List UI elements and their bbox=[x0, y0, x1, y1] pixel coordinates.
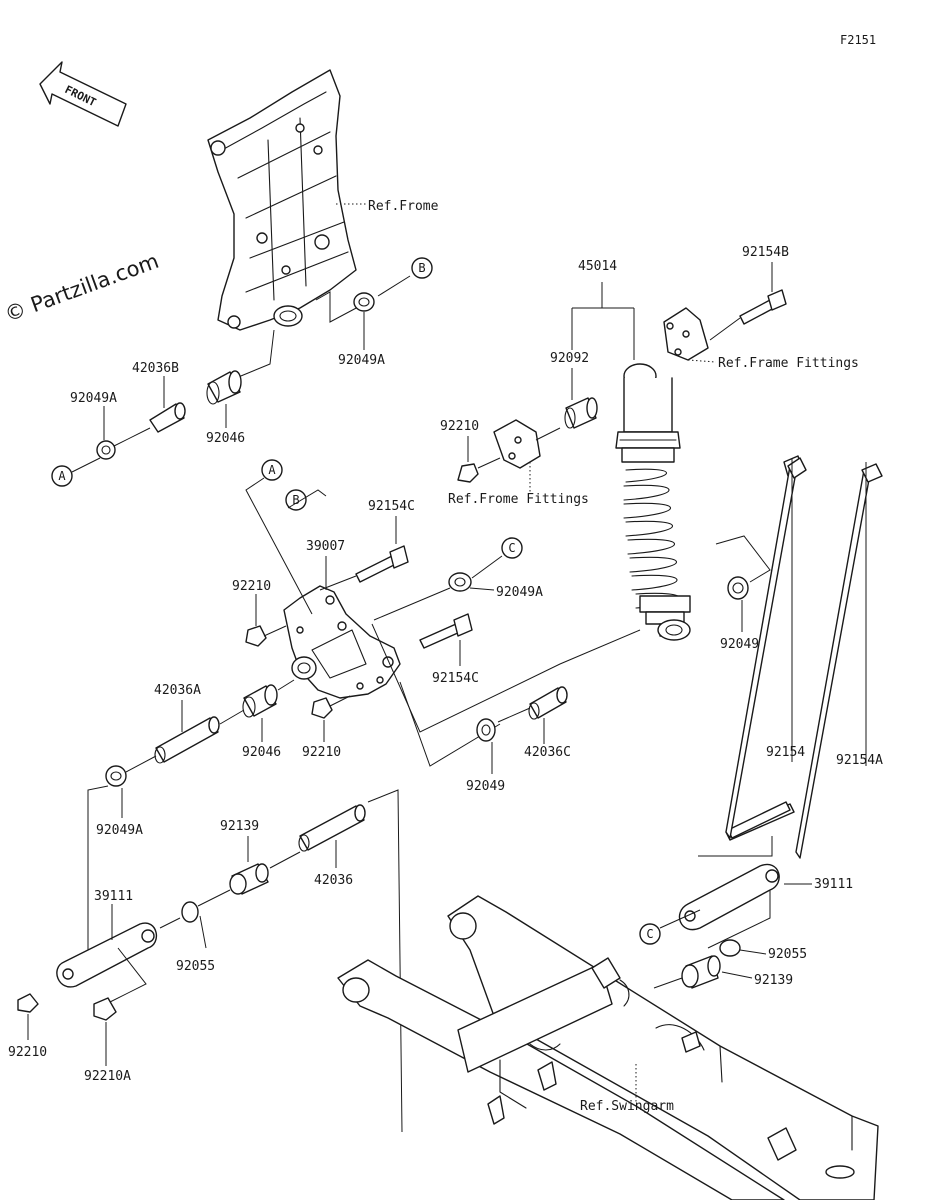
label-ref-frame: Ref.Frome bbox=[368, 199, 439, 214]
label-42036b: 42036B bbox=[132, 361, 179, 376]
label-42036a: 42036A bbox=[154, 683, 201, 698]
label-92154b: 92154B bbox=[742, 245, 789, 260]
collar-92139-right bbox=[681, 955, 721, 989]
callout-a-left: A bbox=[51, 465, 73, 487]
label-92210-top: 92210 bbox=[440, 419, 479, 434]
label-92049-right: 92049 bbox=[720, 637, 759, 652]
label-92210a: 92210A bbox=[84, 1069, 131, 1084]
label-39007: 39007 bbox=[306, 539, 345, 554]
callout-c-right: C bbox=[639, 923, 661, 945]
nut-92210-top bbox=[457, 463, 479, 483]
bushing-plate-pivot bbox=[291, 656, 317, 680]
label-ref-frame-fittings-2: Ref.Frome Fittings bbox=[448, 492, 589, 507]
bushing-92092 bbox=[564, 397, 598, 429]
callout-b-top: B bbox=[411, 257, 433, 279]
label-92049a-top: 92049A bbox=[338, 353, 385, 368]
label-39111-left: 39111 bbox=[94, 889, 133, 904]
callout-b-mid: B bbox=[285, 489, 307, 511]
frame-section-drawing bbox=[207, 69, 357, 331]
washer-92049-low bbox=[476, 718, 496, 742]
bearing-92046-top bbox=[206, 370, 242, 405]
svg-text:B: B bbox=[418, 261, 425, 275]
nut-92210-mid bbox=[245, 625, 267, 647]
collar-42036 bbox=[298, 804, 366, 852]
label-92210-low: 92210 bbox=[302, 745, 341, 760]
label-ref-swingarm: Ref.Swingarm bbox=[580, 1099, 674, 1114]
callout-c-top: C bbox=[501, 537, 523, 559]
nut-92210-low bbox=[311, 697, 333, 719]
label-92210-bottom: 92210 bbox=[8, 1045, 47, 1060]
label-39111-right: 39111 bbox=[814, 877, 853, 892]
rear-shock-absorber bbox=[615, 363, 691, 641]
label-92154c-top: 92154C bbox=[368, 499, 415, 514]
washer-92049a-low bbox=[105, 765, 127, 787]
bolt-92154b bbox=[739, 289, 787, 325]
label-92210-mid: 92210 bbox=[232, 579, 271, 594]
label-92049a-mid: 92049A bbox=[496, 585, 543, 600]
tie-rod-39111-right bbox=[678, 863, 780, 931]
svg-text:A: A bbox=[58, 469, 66, 483]
bolt-92154c-top bbox=[355, 545, 409, 583]
label-92046-mid: 92046 bbox=[242, 745, 281, 760]
diagram-code: F2151 bbox=[840, 33, 876, 47]
nut-92210-bottom bbox=[17, 993, 39, 1013]
bolt-92154c-mid bbox=[419, 613, 473, 649]
frame-fitting-center bbox=[493, 419, 541, 469]
label-45014: 45014 bbox=[578, 259, 617, 274]
collar-92139-left bbox=[229, 863, 269, 895]
front-direction-icon: FRONT bbox=[39, 61, 127, 127]
collar-42036a bbox=[154, 716, 220, 764]
label-92055-left: 92055 bbox=[176, 959, 215, 974]
label-92139-left: 92139 bbox=[220, 819, 259, 834]
label-92055-right: 92055 bbox=[768, 947, 807, 962]
label-92049a-low: 92049A bbox=[96, 823, 143, 838]
washer-92049a-top bbox=[353, 292, 375, 312]
oring-92055-left bbox=[181, 901, 199, 923]
swingarm-drawing bbox=[337, 895, 879, 1200]
collar-42036c bbox=[528, 686, 568, 720]
nut-92210a bbox=[93, 997, 117, 1021]
bolt-92154a bbox=[795, 463, 883, 859]
label-92092: 92092 bbox=[550, 351, 589, 366]
label-92154c-mid: 92154C bbox=[432, 671, 479, 686]
rocker-arm-39007 bbox=[283, 585, 401, 699]
bearing-92046-mid bbox=[242, 684, 278, 718]
svg-text:A: A bbox=[268, 463, 276, 477]
label-92049a-left: 92049A bbox=[70, 391, 117, 406]
washer-92049a-left bbox=[96, 440, 116, 460]
label-92139-right: 92139 bbox=[754, 973, 793, 988]
watermark: © Partzilla.com bbox=[2, 249, 162, 327]
svg-text:B: B bbox=[292, 493, 299, 507]
label-92154a: 92154A bbox=[836, 753, 883, 768]
washer-92049a-mid bbox=[448, 572, 472, 592]
callout-a-mid: A bbox=[261, 459, 283, 481]
collar-42036b bbox=[149, 402, 186, 433]
oring-92055-right bbox=[719, 939, 741, 957]
label-92046-top: 92046 bbox=[206, 431, 245, 446]
label-ref-frame-fittings-1: Ref.Frame Fittings bbox=[718, 356, 859, 371]
label-42036c: 42036C bbox=[524, 745, 571, 760]
washer-92049-right bbox=[727, 576, 749, 600]
frame-fitting-right bbox=[663, 307, 709, 361]
tie-rod-39111-left bbox=[56, 922, 158, 988]
label-92154: 92154 bbox=[766, 745, 805, 760]
label-92049-low: 92049 bbox=[466, 779, 505, 794]
svg-text:C: C bbox=[508, 541, 515, 555]
label-42036: 42036 bbox=[314, 873, 353, 888]
svg-text:C: C bbox=[646, 927, 653, 941]
